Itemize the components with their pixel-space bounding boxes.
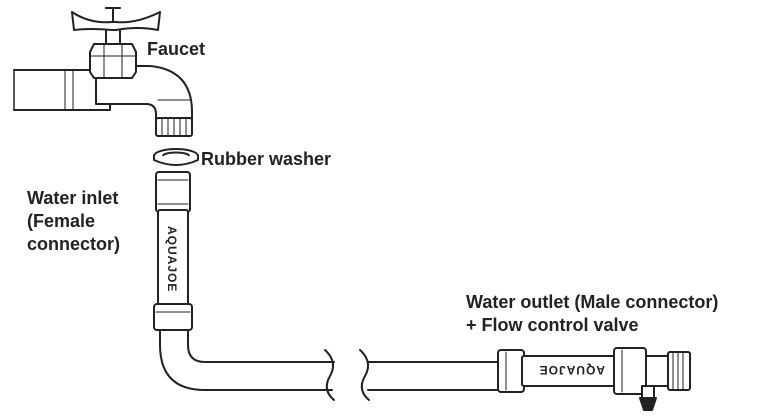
- faucet-illustration: [13, 7, 193, 137]
- water-inlet-label-line-1: Water inlet: [27, 188, 119, 208]
- rubber-washer-illustration: [153, 148, 199, 166]
- water-outlet-label-line-1: Water outlet (Male connector): [466, 292, 719, 312]
- outlet-connector-illustration: [497, 347, 691, 411]
- hose-illustration: [159, 329, 501, 401]
- rubber-washer-label: Rubber washer: [201, 149, 332, 169]
- inlet-brand-text: AQUAJOE: [165, 226, 179, 292]
- water-inlet-label-line-3: connector): [27, 234, 121, 254]
- water-outlet-label: Water outlet (Male connector) + Flow con…: [466, 291, 718, 337]
- outlet-brand-text: AQUAJOE: [539, 363, 605, 377]
- faucet-nut: [89, 43, 137, 79]
- inlet-connector-illustration: [153, 171, 193, 331]
- faucet-handle: [71, 11, 161, 31]
- water-outlet-label-line-2: + Flow control valve: [466, 315, 639, 335]
- water-inlet-label-line-2: (Female: [27, 211, 96, 231]
- water-inlet-label: Water inlet (Female connector): [27, 187, 120, 256]
- faucet-label: Faucet: [147, 39, 206, 59]
